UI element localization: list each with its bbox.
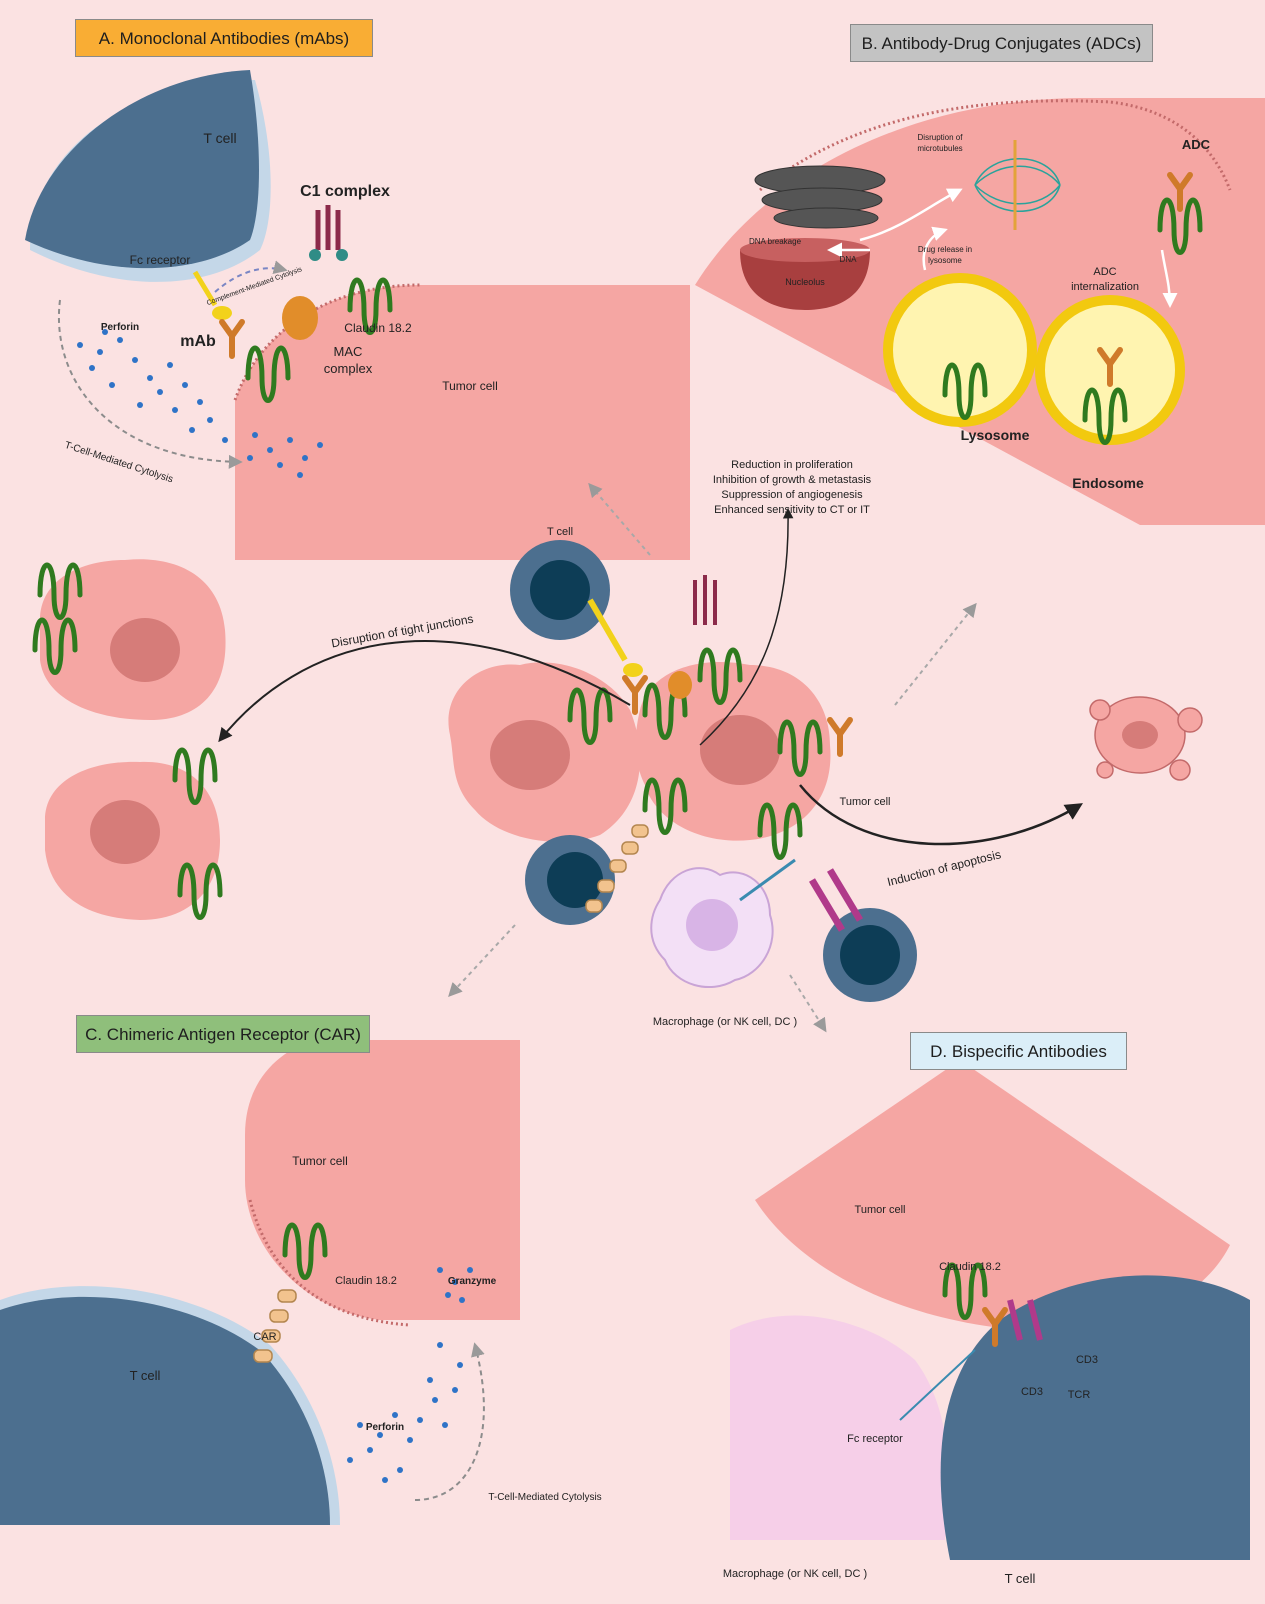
center-t-cell-label: T cell [547,526,573,538]
panel-b-dna-label: DNA [840,255,858,264]
center-effect-2: Inhibition of growth & metastasis [713,474,872,486]
panel-b-nucleolus-label: Nucleolus [785,277,825,287]
panel-b-artwork [695,98,1265,525]
panel-d-cd3-right-label: CD3 [1076,1354,1098,1366]
panel-a-mac-label-2: complex [324,361,373,376]
panel-a-perforin-label: Perforin [101,322,139,333]
panel-b-endosome-label: Endosome [1072,475,1144,491]
panel-c-t-cell-label: T cell [130,1368,161,1383]
panel-b-drug-release-label-2: lysosome [928,256,962,265]
panel-d-cd3-left-label: CD3 [1021,1386,1043,1398]
panel-a-mab-label: mAb [180,333,216,350]
panel-b-title: B. Antibody-Drug Conjugates (ADCs) [850,24,1153,62]
panel-a-mac-label-1: MAC [334,344,363,359]
panel-d-artwork [730,1060,1250,1560]
panel-a-artwork [25,70,690,560]
panel-b-internalization-label-2: internalization [1071,281,1139,293]
panel-a-t-cell-shape [25,70,259,269]
panel-b-adc-label: ADC [1182,137,1211,152]
panel-c-granzyme-label: Granzyme [448,1276,497,1287]
panel-c-artwork [0,1040,520,1525]
panel-b-microtubules-label-2: microtubules [917,144,962,153]
center-artwork [35,482,1203,1033]
panel-d-macrophage-shape [730,1315,949,1540]
panel-d-t-cell-label: T cell [1005,1571,1036,1586]
panel-c-title: C. Chimeric Antigen Receptor (CAR) [76,1015,370,1053]
center-effect-3: Suppression of angiogenesis [721,489,863,501]
panel-c-perforin-label: Perforin [366,1422,404,1433]
panel-a-claudin-label: Claudin 18.2 [344,321,412,335]
center-apoptosis-label: Induction of apoptosis [886,847,1003,889]
panel-d-t-cell-shape [940,1275,1250,1560]
center-macrophage-label: Macrophage (or NK cell, DC ) [653,1016,797,1028]
panel-a-t-cell-label: T cell [203,130,236,146]
panel-b-drug-release-label-1: Drug release in [918,245,972,254]
panel-b-lysosome-label: Lysosome [961,427,1030,443]
panel-c-cytolysis-label: T-Cell-Mediated Cytolysis [488,1492,601,1503]
panel-a-c1-complex-label: C1 complex [300,183,390,200]
panel-c-tumor-cell-label: Tumor cell [292,1154,348,1168]
center-tight-junctions-label: Disruption of tight junctions [330,612,474,651]
panel-d-fc-receptor-label: Fc receptor [847,1433,903,1445]
center-tumor-cell-label: Tumor cell [840,796,891,808]
panel-a-fc-receptor-label: Fc receptor [130,253,191,267]
panel-c-car-label: CAR [253,1331,276,1343]
panel-a-tumor-cell-label: Tumor cell [442,379,498,393]
panel-c-tumor-cell-shape [245,1040,520,1320]
panel-a-title: A. Monoclonal Antibodies (mAbs) [75,19,373,57]
panel-d-tcr-label: TCR [1068,1389,1091,1401]
center-effect-1: Reduction in proliferation [731,459,853,471]
panel-d-title: D. Bispecific Antibodies [910,1032,1127,1070]
panel-c-t-cell-shape [0,1296,330,1525]
panel-a-tcell-cytolysis-label: T-Cell-Mediated Cytolysis [63,440,174,485]
panel-d-claudin-label: Claudin 18.2 [939,1261,1001,1273]
panel-b-dna-breakage-label: DNA breakage [749,237,802,246]
panel-b-internalization-label-1: ADC [1093,266,1116,278]
panel-b-microtubules-label-1: Disruption of [918,133,964,142]
panel-d-tumor-cell-shape [755,1060,1230,1331]
panel-c-claudin-label: Claudin 18.2 [335,1275,397,1287]
center-effect-4: Enhanced sensitivity to CT or IT [714,504,870,516]
panel-d-macrophage-label: Macrophage (or NK cell, DC ) [723,1568,867,1580]
panel-a-tumor-cell-shape [235,285,690,560]
panel-d-tumor-cell-label: Tumor cell [855,1204,906,1216]
